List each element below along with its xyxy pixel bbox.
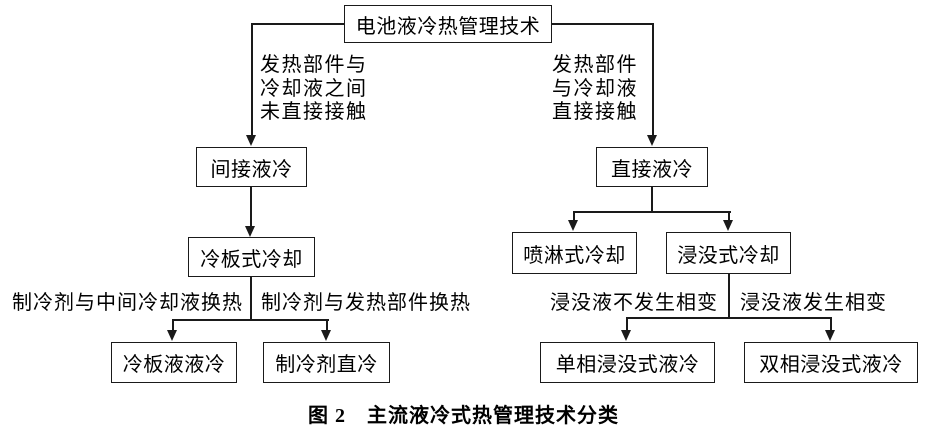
arrowhead-to-indirect: [246, 135, 256, 146]
connector-to-two-phase-stub: [830, 317, 832, 330]
edge-label-line: 直接接触: [552, 101, 638, 123]
connector-to-refrigerant-direct-stub: [326, 319, 328, 332]
edge-label-no-phase-change: 浸没液不发生相变: [550, 292, 718, 314]
connector-root-right-horizontal: [551, 23, 654, 25]
connector-immersion-stem: [728, 274, 730, 319]
arrowhead-to-refrigerant-direct: [321, 330, 331, 341]
connector-to-coldplate-liquid-stub: [172, 319, 174, 332]
connector-immersion-branch-horizontal: [626, 317, 832, 319]
connector-root-to-direct: [652, 23, 654, 137]
arrowhead-to-single-phase: [621, 330, 631, 341]
node-single-phase-immersion: 单相浸没式液冷: [540, 342, 715, 383]
node-indirect-liquid-cooling: 间接液冷: [196, 147, 307, 187]
edge-label-phase-change: 浸没液发生相变: [740, 292, 887, 314]
arrowhead-to-spray: [568, 220, 578, 231]
node-cold-plate-liquid-liquid: 冷板液液冷: [111, 342, 237, 383]
node-refrigerant-direct-cooling: 制冷剂直冷: [263, 342, 390, 383]
arrowhead-to-direct: [647, 135, 657, 146]
node-immersion-cooling: 浸没式冷却: [666, 232, 791, 274]
node-two-phase-immersion: 双相浸没式液冷: [744, 342, 918, 383]
node-direct-liquid-cooling: 直接液冷: [596, 147, 708, 187]
connector-root-left-horizontal: [252, 23, 345, 25]
connector-coldplate-stem: [250, 277, 252, 321]
edge-label-line: 发热部件: [552, 54, 638, 76]
arrowhead-to-coldplate-liquid: [167, 330, 177, 341]
connector-to-single-phase-stub: [626, 317, 628, 330]
edge-label-refrigerant-heating-parts: 制冷剂与发热部件换热: [261, 292, 471, 314]
edge-label-direct-condition: 发热部件 与冷却液 直接接触: [552, 54, 638, 125]
connector-to-immersion-stub: [728, 211, 730, 222]
node-spray-cooling: 喷淋式冷却: [512, 232, 637, 274]
arrowhead-to-two-phase: [825, 330, 835, 341]
arrowhead-to-coldplate: [245, 226, 255, 237]
edge-label-line: 与冷却液: [552, 77, 638, 100]
connector-coldplate-branch-horizontal: [172, 319, 329, 321]
connector-direct-stem: [651, 187, 653, 213]
connector-direct-branch-horizontal: [573, 211, 731, 213]
figure-caption: 图 2 主流液冷式热管理技术分类: [308, 405, 619, 427]
node-root: 电池液冷热管理技术: [344, 5, 552, 43]
connector-indirect-to-coldplate: [250, 187, 252, 227]
edge-label-indirect-condition: 发热部件与 冷却液之间 未直接接触: [260, 54, 368, 125]
arrowhead-to-immersion: [723, 220, 733, 231]
connector-root-to-indirect: [251, 23, 253, 137]
connector-to-spray-stub: [573, 211, 575, 222]
edge-label-refrigerant-intermediate: 制冷剂与中间冷却液换热: [12, 292, 243, 314]
edge-label-line: 冷却液之间: [260, 77, 368, 100]
edge-label-line: 未直接接触: [260, 101, 368, 123]
node-cold-plate-cooling: 冷板式冷却: [188, 237, 315, 277]
edge-label-line: 发热部件与: [260, 54, 368, 76]
